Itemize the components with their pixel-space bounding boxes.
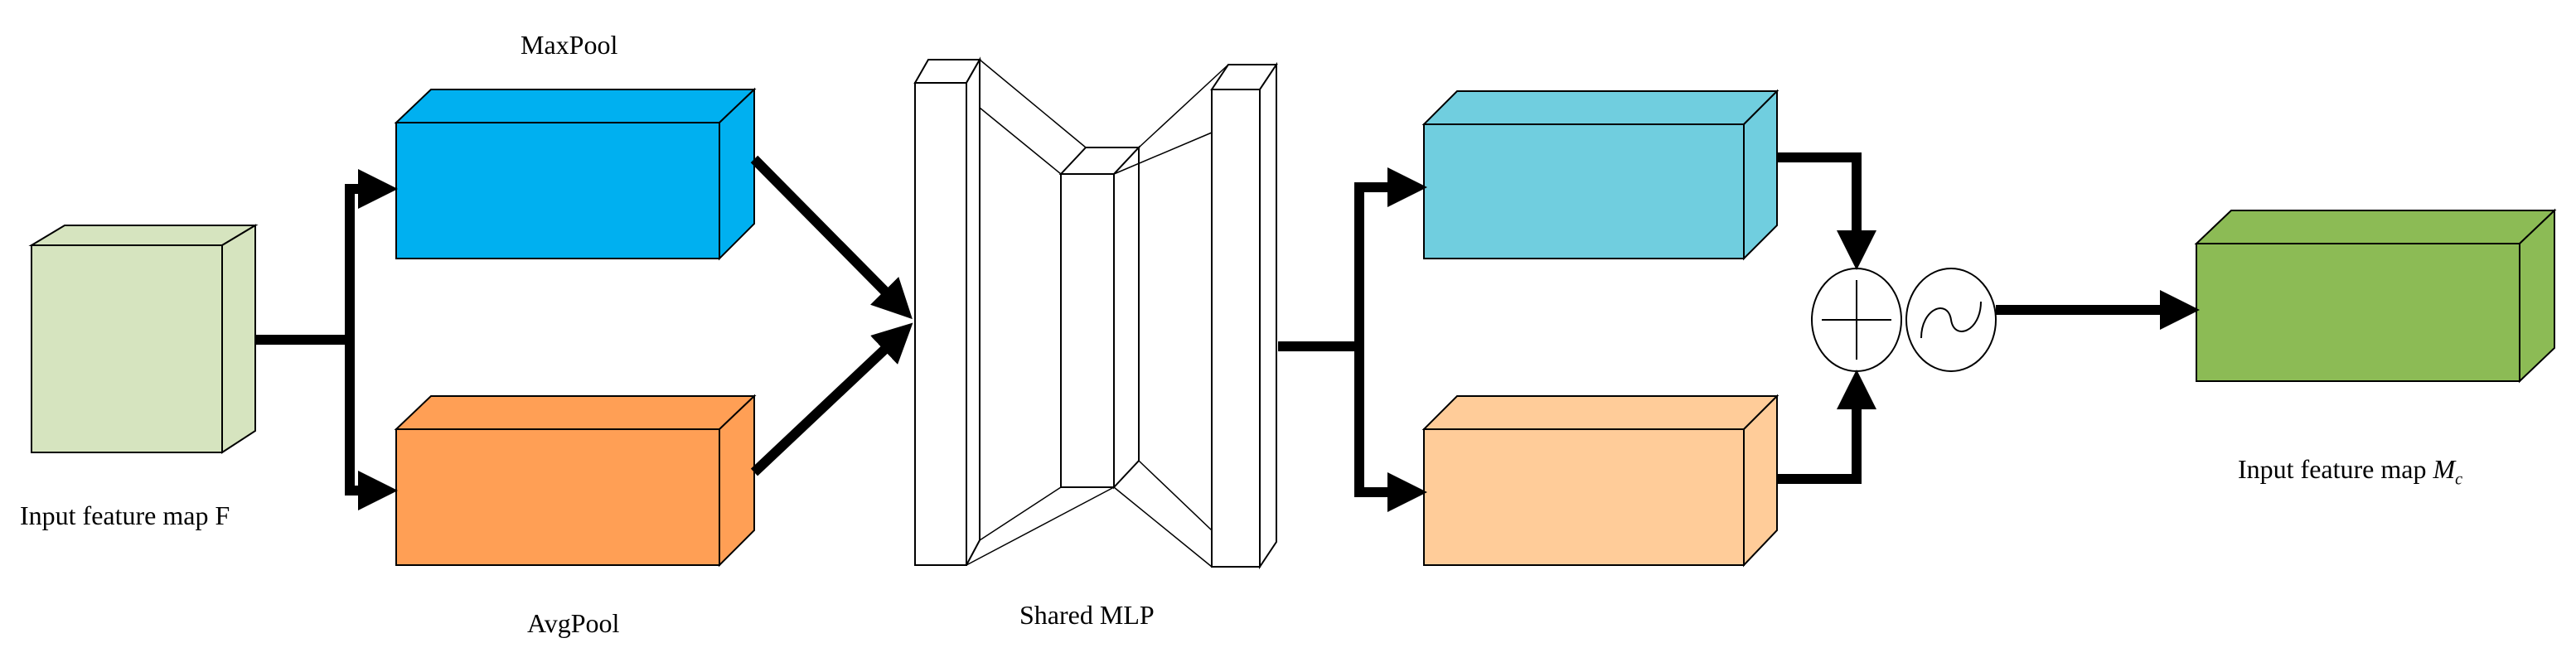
mlp-bottom-cube-top	[1421, 395, 1779, 430]
maxpool-cube	[394, 87, 757, 261]
sigmoid-icon	[1905, 268, 1997, 372]
mlp-top-cube-front	[1423, 123, 1745, 259]
top-to-sum-arrow	[1777, 152, 1876, 270]
output-label-prefix: Input feature map	[2238, 454, 2433, 484]
input-cube-side	[221, 224, 256, 454]
output-cube-top	[2194, 210, 2557, 244]
mlp-output-bottom-cube	[1421, 394, 1779, 568]
avgpool-to-mlp-arrow	[750, 322, 913, 476]
mlp-hidden-layer	[1058, 145, 1141, 490]
mlp-top-cube-top	[1421, 90, 1779, 125]
output-cube-front	[2196, 243, 2520, 382]
bottom-to-sum-arrow	[1777, 370, 1876, 484]
maxpool-cube-top	[394, 89, 757, 123]
connections	[255, 152, 2200, 512]
input-feature-map-label: Input feature map F	[20, 500, 230, 530]
plus-circle-icon	[1811, 268, 1902, 372]
input-cube-top	[28, 225, 259, 246]
mlp-output-layer	[1210, 61, 1278, 570]
input-cube-front	[31, 244, 223, 453]
mlp-connection-lines	[966, 59, 1229, 568]
avgpool-cube	[394, 394, 757, 568]
output-label-symbol: Mc	[2433, 454, 2462, 489]
output-feature-map-label: Input feature map Mc	[2238, 456, 2462, 487]
shared-mlp-label: Shared MLP	[1019, 600, 1155, 630]
avgpool-cube-top	[394, 395, 757, 430]
shared-mlp	[913, 56, 1278, 570]
mlp-bottom-cube-front	[1423, 428, 1745, 566]
maxpool-to-mlp-arrow	[750, 155, 913, 320]
output-feature-map-cube	[2194, 208, 2557, 384]
mlp-input-layer	[913, 56, 981, 566]
input-feature-map-cube	[28, 224, 259, 454]
maxpool-label: MaxPool	[521, 30, 618, 60]
avgpool-label: AvgPool	[527, 608, 620, 638]
maxpool-cube-front	[395, 122, 720, 259]
avgpool-cube-front	[395, 428, 720, 566]
mlp-output-top-cube	[1421, 89, 1779, 261]
